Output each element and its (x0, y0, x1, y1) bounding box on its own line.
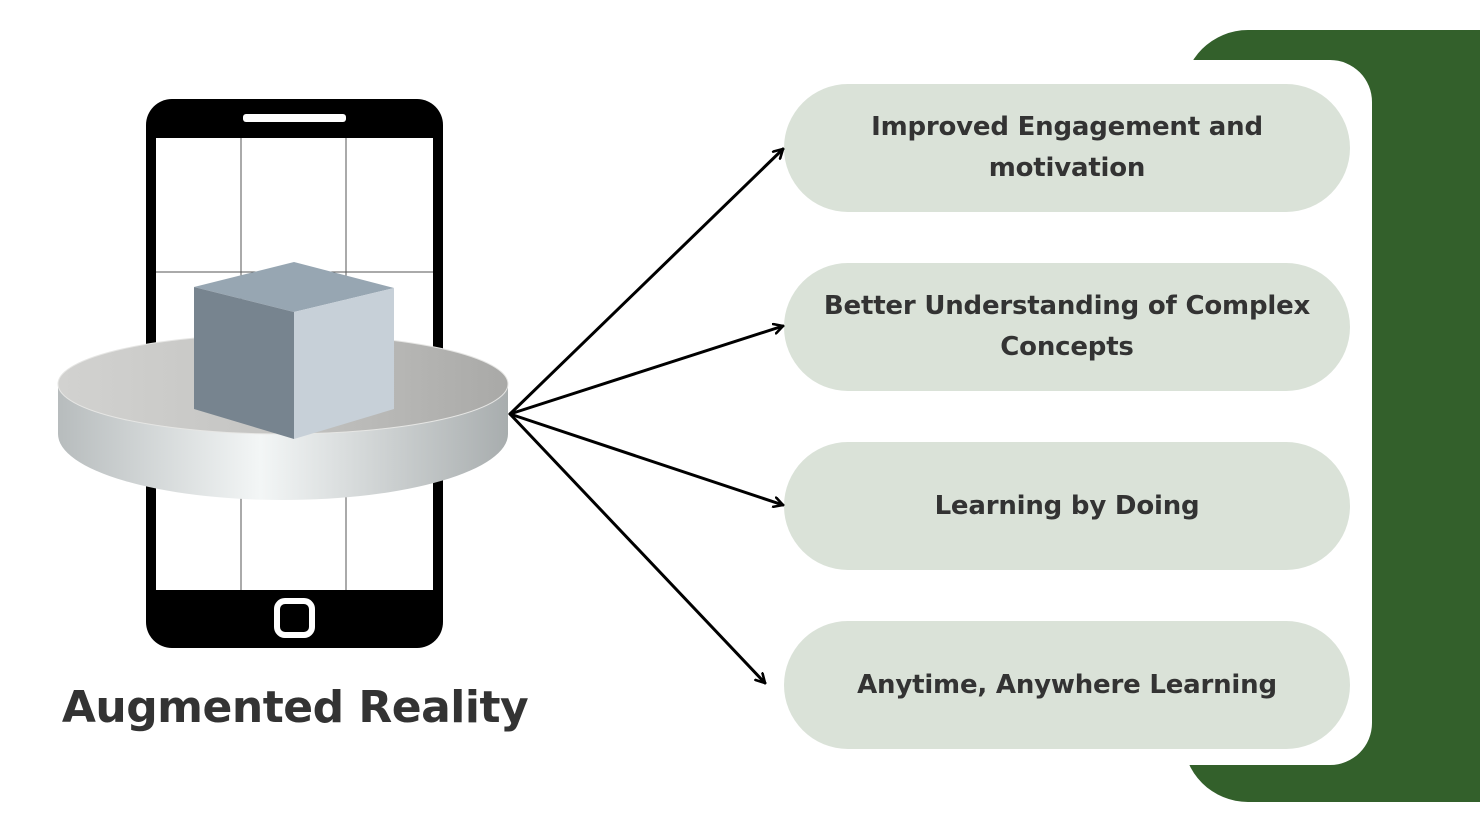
phone-home-button (274, 598, 315, 638)
benefit-pill-understanding: Better Understanding of Complex Concepts (784, 263, 1350, 391)
arrow-icon (508, 412, 785, 505)
benefit-label-learning-by-doing: Learning by Doing (934, 490, 1200, 521)
connector-arrows (508, 147, 785, 685)
arrow-icon (508, 147, 785, 416)
benefit-pill-anytime-anywhere: Anytime, Anywhere Learning (784, 621, 1350, 749)
cube-icon (194, 262, 394, 439)
benefit-label-engagement: Improved Engagement and motivation (871, 112, 1263, 183)
benefit-label-anytime-anywhere: Anytime, Anywhere Learning (857, 669, 1277, 700)
arrow-icon (508, 412, 767, 685)
diagram-title: Augmented Reality (61, 682, 529, 733)
arrow-icon (508, 326, 785, 416)
benefit-pill-learning-by-doing: Learning by Doing (784, 442, 1350, 570)
benefit-pill-engagement: Improved Engagement and motivation (784, 84, 1350, 212)
benefit-label-understanding: Better Understanding of Complex Concepts (823, 291, 1311, 362)
phone-speaker (243, 114, 346, 122)
